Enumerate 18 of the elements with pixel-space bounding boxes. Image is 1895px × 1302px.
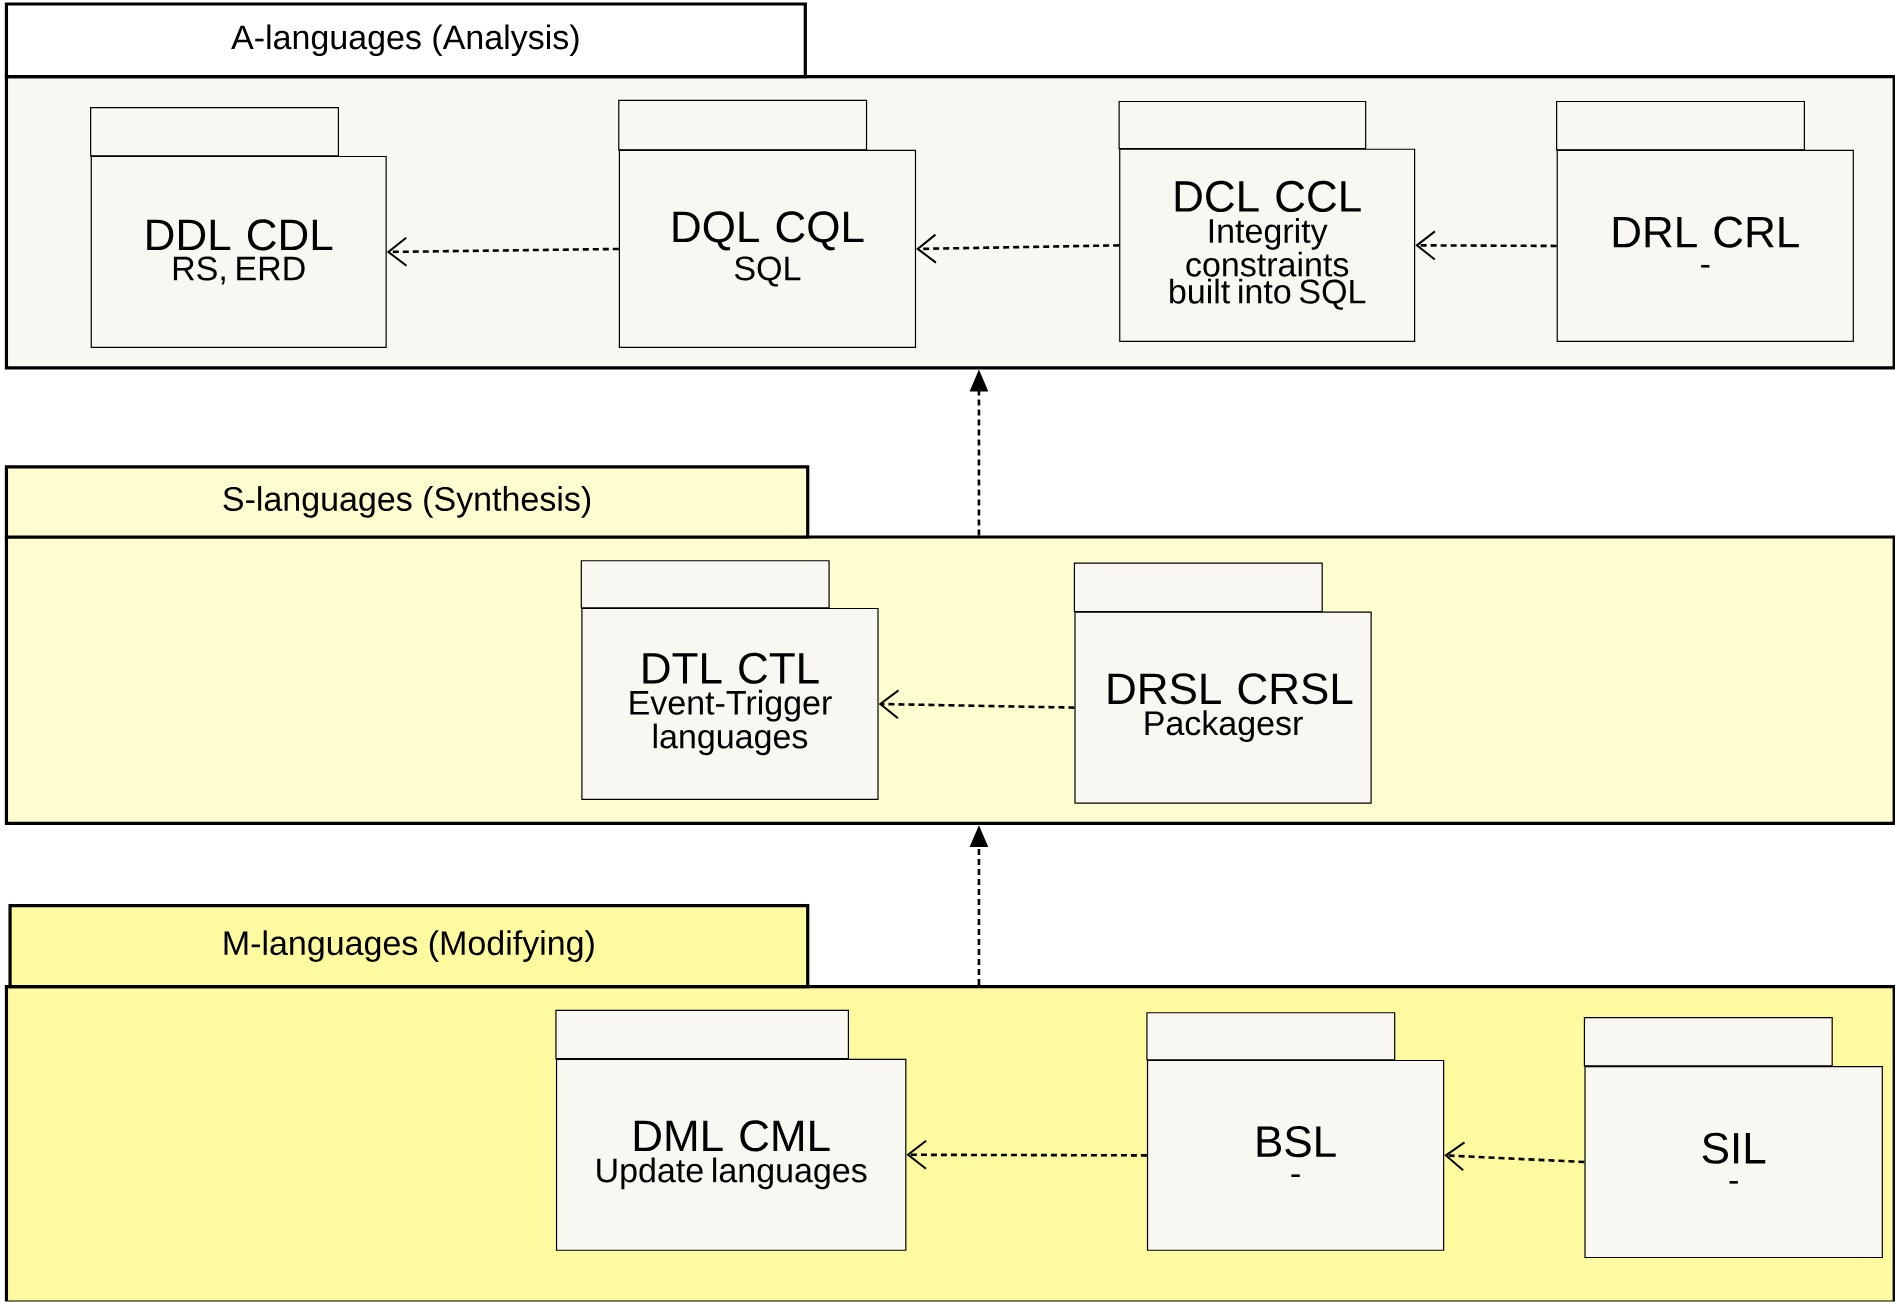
arrow	[1444, 1141, 1585, 1172]
package-box: BSL -	[1146, 1012, 1445, 1252]
node-label: S-languages (Synthesis)	[223, 486, 591, 518]
node-label: A-languages (Analysis)	[231, 24, 579, 57]
arrow	[878, 689, 1075, 720]
package-box: DTL CTL Event-Trigger languages	[580, 560, 879, 801]
package-box: DRSL CRSL Packagesr	[1073, 562, 1372, 804]
package-box: SIL -	[1583, 1017, 1883, 1259]
package-box: DML CML Update languages	[555, 1009, 907, 1252]
package-box: DCL CCL Integrity constraints built into SQL	[1118, 101, 1416, 343]
arrow	[916, 233, 1120, 264]
package-box: DRL CRL -	[1556, 101, 1854, 343]
arrow	[906, 1140, 1147, 1170]
arrow	[1415, 230, 1557, 261]
arrow	[386, 236, 619, 267]
package-box: DDL CDL RS, ERD	[90, 107, 387, 349]
package-box: DQL CQL SQL	[618, 99, 917, 349]
node-label: M-languages (Modifying)	[224, 930, 594, 963]
